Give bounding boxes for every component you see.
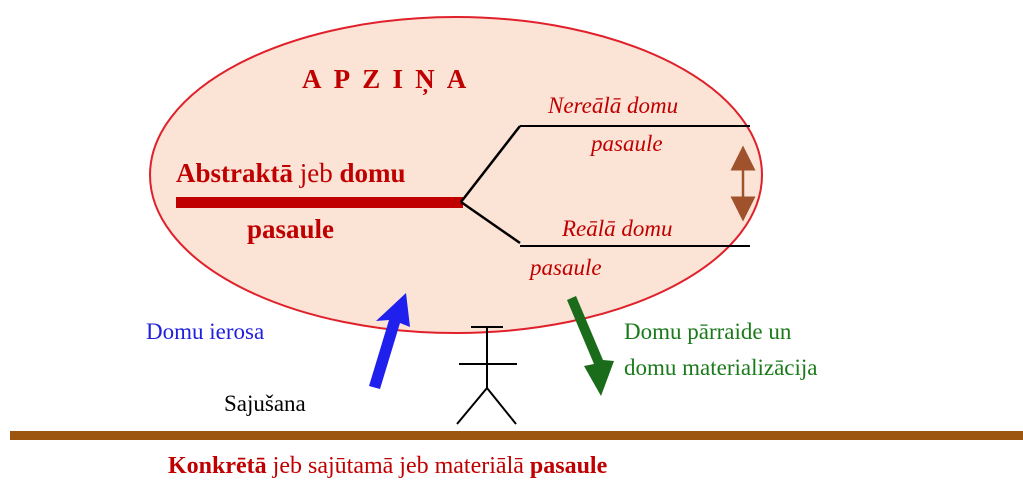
concrete-word: Konkrētā (168, 453, 267, 479)
abstract-world-label: Abstraktā jeb domu (176, 160, 406, 187)
branch-upper-connector (460, 125, 521, 203)
abstract-word: Abstraktā (176, 158, 294, 188)
abstract-connector: jeb (293, 158, 340, 188)
idea-transmission-label-line2: domu materializācija (624, 355, 818, 380)
idea-initiation-label: Domu ierosa (146, 319, 265, 344)
abstract-world-label-line2: pasaule (247, 214, 335, 244)
real-world-label-line2: pasaule (530, 255, 602, 280)
unreal-world-label-line2: pasaule (591, 131, 663, 156)
concrete-world-label: Konkrētā jeb sajūtamā jeb materiālā pasa… (168, 454, 607, 478)
concrete-middle: jeb sajūtamā jeb materiālā (266, 453, 530, 479)
idea-initiation-arrow (369, 293, 410, 389)
consciousness-title: APZIŅA (302, 64, 479, 94)
stick-figure (456, 326, 517, 425)
idea-transmission-label: Domu pārraide un (624, 319, 792, 344)
concrete-world-word: pasaule (529, 453, 608, 479)
unreal-world-label: Nereālā domu (548, 93, 679, 118)
sensing-label: Sajušana (224, 391, 306, 416)
real-world-label: Reālā domu (562, 216, 673, 241)
consciousness-ellipse (149, 16, 763, 334)
abstract-world-bar (176, 197, 463, 208)
idea-transmission-arrow (567, 296, 614, 396)
branch-lower-connector (460, 200, 521, 245)
abstract-thought-word: domu (339, 158, 406, 188)
ground-bar (10, 431, 1023, 440)
